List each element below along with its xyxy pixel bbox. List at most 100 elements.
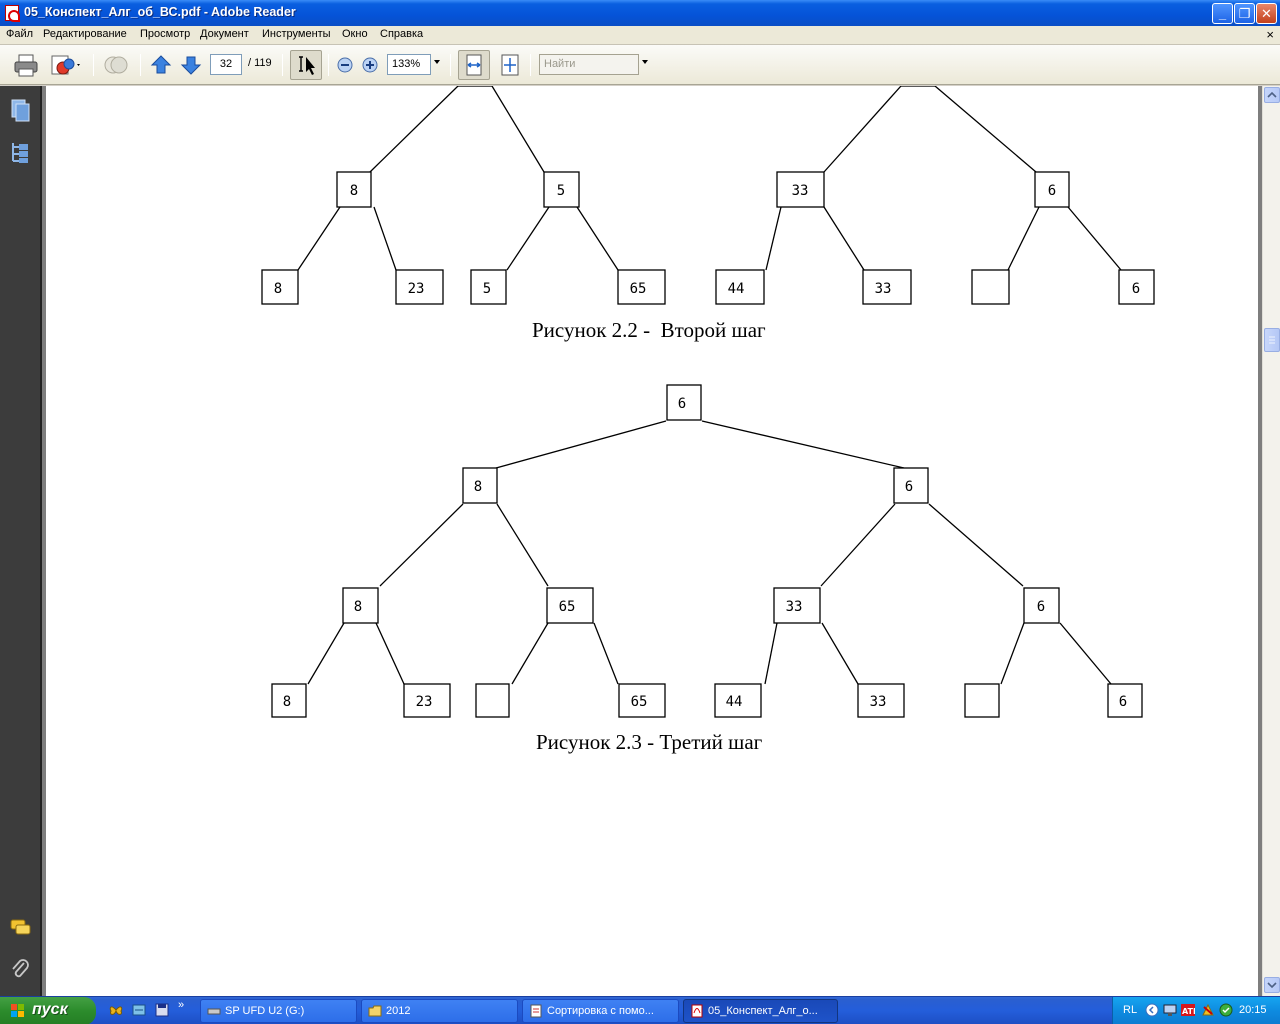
grip-icon bbox=[1269, 336, 1275, 344]
pdf-page: 8 5 33 6 8 23 5 65 44 33 bbox=[46, 86, 1258, 996]
task-button-usb-drive[interactable]: SP UFD U2 (G:) bbox=[200, 999, 357, 1023]
task-button-adobe-reader[interactable]: 05_Конспект_Алг_о... bbox=[683, 999, 838, 1023]
task-button-word[interactable]: Сортировка с помо... bbox=[522, 999, 679, 1023]
scroll-down-button[interactable] bbox=[1264, 977, 1280, 993]
collaborate-icon[interactable] bbox=[102, 52, 130, 78]
fit-width-icon bbox=[466, 54, 482, 76]
task-label: SP UFD U2 (G:) bbox=[225, 1005, 305, 1017]
close-button[interactable]: ✕ bbox=[1256, 3, 1277, 24]
taskbar: пуск » SP UFD U2 (G:) 2012 Сортировка с … bbox=[0, 996, 1280, 1024]
start-label: пуск bbox=[32, 1001, 68, 1018]
tree-node-empty bbox=[971, 269, 1010, 305]
print-icon[interactable] bbox=[13, 52, 39, 78]
page-total: / 119 bbox=[248, 57, 272, 69]
menu-window[interactable]: Окно bbox=[342, 28, 368, 40]
minimize-button[interactable]: _ bbox=[1212, 3, 1233, 24]
figure-2-3-caption: Рисунок 2.3 - Третий шаг bbox=[536, 730, 763, 754]
node-value: 8 bbox=[350, 183, 358, 199]
find-input[interactable]: Найти bbox=[539, 54, 639, 75]
start-button[interactable]: пуск bbox=[0, 997, 96, 1024]
scroll-thumb[interactable] bbox=[1264, 328, 1280, 352]
task-label: 2012 bbox=[386, 1005, 411, 1017]
windows-logo-icon bbox=[11, 1004, 24, 1017]
scroll-up-button[interactable] bbox=[1264, 87, 1280, 103]
title-bar[interactable]: 05_Конспект_Алг_об_ВС.pdf - Adobe Reader… bbox=[0, 0, 1280, 26]
fit-page-icon[interactable] bbox=[498, 52, 522, 78]
maximize-button[interactable]: ❐ bbox=[1234, 3, 1255, 24]
toolbar: 32 / 119 133% Найти bbox=[0, 45, 1280, 85]
find-dropdown-arrow-icon[interactable] bbox=[642, 60, 648, 64]
task-button-folder[interactable]: 2012 bbox=[361, 999, 518, 1023]
select-tool-button[interactable] bbox=[290, 50, 322, 80]
node-value: 6 bbox=[1048, 183, 1056, 199]
clock[interactable]: 20:15 bbox=[1239, 1004, 1267, 1016]
system-tray: RL ATI 20:15 bbox=[1112, 997, 1280, 1024]
pdf-icon bbox=[691, 1004, 703, 1018]
task-label: 05_Конспект_Алг_о... bbox=[708, 1005, 818, 1017]
tree-node bbox=[470, 269, 507, 305]
node-value: 8 bbox=[274, 281, 282, 297]
tree-node bbox=[1034, 171, 1070, 208]
figure-2-2-caption: Рисунок 2.2 - Второй шаг bbox=[532, 318, 766, 342]
menu-document[interactable]: Документ bbox=[200, 28, 249, 40]
email-icon[interactable] bbox=[49, 52, 83, 78]
menu-bar: Файл Редактирование Просмотр Документ Ин… bbox=[0, 26, 1280, 45]
node-value: 8 bbox=[283, 694, 291, 710]
figure-2-2-level1: 8 5 33 6 bbox=[336, 171, 1070, 208]
node-value: 8 bbox=[474, 479, 482, 495]
tree-diagrams: 8 5 33 6 8 23 5 65 44 33 bbox=[261, 86, 1155, 718]
network-icon[interactable] bbox=[131, 1002, 147, 1018]
folder-icon bbox=[368, 1005, 382, 1017]
fit-width-button[interactable] bbox=[458, 50, 490, 80]
tree-node bbox=[462, 467, 498, 504]
node-value: 6 bbox=[1119, 694, 1127, 710]
node-value: 65 bbox=[630, 281, 647, 297]
chevron-left-icon[interactable] bbox=[1145, 1003, 1159, 1017]
tree-node bbox=[714, 683, 762, 718]
language-indicator[interactable]: RL bbox=[1123, 1004, 1138, 1016]
chevron-down-icon bbox=[1267, 982, 1277, 989]
monitor-icon[interactable] bbox=[1163, 1003, 1177, 1017]
node-value: 6 bbox=[1132, 281, 1140, 297]
tree-node bbox=[403, 683, 451, 718]
document-icon bbox=[530, 1004, 542, 1018]
close-document-button[interactable]: × bbox=[1266, 27, 1274, 42]
quick-launch-more-icon[interactable]: » bbox=[178, 999, 185, 1011]
comments-icon[interactable] bbox=[9, 916, 31, 940]
node-value: 6 bbox=[905, 479, 913, 495]
figure-2-2-level2: 8 23 5 65 44 33 6 bbox=[261, 269, 1155, 305]
adobe-reader-icon bbox=[5, 5, 20, 22]
butterfly-icon[interactable] bbox=[108, 1002, 124, 1018]
zoom-out-icon[interactable] bbox=[335, 52, 355, 78]
vertical-scrollbar[interactable] bbox=[1262, 86, 1280, 996]
security-icon[interactable] bbox=[1201, 1003, 1215, 1017]
tree-node bbox=[893, 467, 929, 504]
bookmarks-icon[interactable] bbox=[9, 140, 31, 164]
menu-help[interactable]: Справка bbox=[380, 28, 424, 40]
node-value: 23 bbox=[408, 281, 425, 297]
zoom-dropdown-arrow-icon[interactable] bbox=[434, 60, 440, 64]
tray-shield-icon[interactable] bbox=[1219, 1003, 1233, 1017]
next-page-icon[interactable] bbox=[179, 52, 203, 78]
ati-icon[interactable]: ATI bbox=[1181, 1003, 1195, 1017]
tree-node bbox=[395, 269, 444, 305]
menu-file[interactable]: Файл bbox=[6, 28, 34, 40]
menu-tools[interactable]: Инструменты bbox=[262, 28, 331, 40]
node-value: 5 bbox=[483, 281, 491, 297]
tree-node bbox=[543, 171, 580, 208]
menu-edit[interactable]: Редактирование bbox=[43, 28, 127, 40]
zoom-level-input[interactable]: 133% bbox=[387, 54, 431, 75]
page-number-input[interactable]: 32 bbox=[210, 54, 242, 75]
pages-icon[interactable] bbox=[9, 98, 31, 122]
previous-page-icon[interactable] bbox=[149, 52, 173, 78]
tree-node bbox=[773, 587, 821, 624]
menu-view[interactable]: Просмотр bbox=[140, 28, 191, 40]
tree-node bbox=[666, 384, 702, 421]
save-icon[interactable] bbox=[154, 1002, 170, 1018]
document-viewport[interactable]: 8 5 33 6 8 23 5 65 44 33 bbox=[42, 86, 1262, 996]
attachments-icon[interactable] bbox=[9, 958, 31, 982]
tree-node bbox=[617, 269, 666, 305]
svg-text:ATI: ATI bbox=[1182, 1007, 1195, 1016]
zoom-in-icon[interactable] bbox=[360, 52, 380, 78]
select-cursor-icon bbox=[299, 56, 315, 75]
